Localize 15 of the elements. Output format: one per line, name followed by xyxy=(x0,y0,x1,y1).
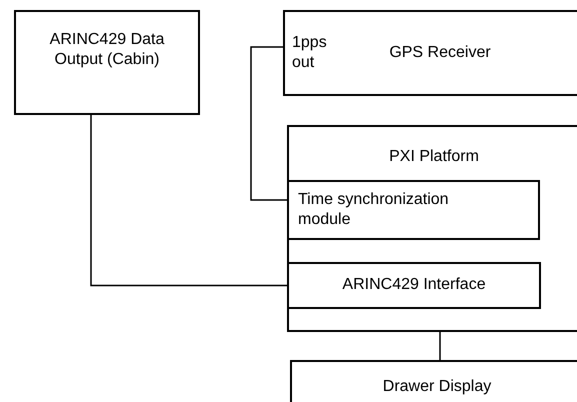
connector-line xyxy=(439,332,441,360)
connector-line xyxy=(250,46,287,201)
receiver-box xyxy=(283,10,577,96)
platform-box xyxy=(287,125,577,332)
box-label: GPS Receiver xyxy=(388,43,492,63)
interface-box xyxy=(287,262,541,309)
module-box xyxy=(287,180,540,240)
group-title: PXI Platform xyxy=(388,147,480,167)
connector-line xyxy=(90,115,287,286)
port-label: 1pps out xyxy=(292,33,328,73)
box-label: ARINC429 Data Output (Cabin) xyxy=(48,30,166,70)
source-box xyxy=(14,10,200,115)
box-label: Drawer Display xyxy=(382,377,492,397)
box-label: Time synchronization module xyxy=(298,190,450,230)
box-label: ARINC429 Interface xyxy=(341,275,487,295)
